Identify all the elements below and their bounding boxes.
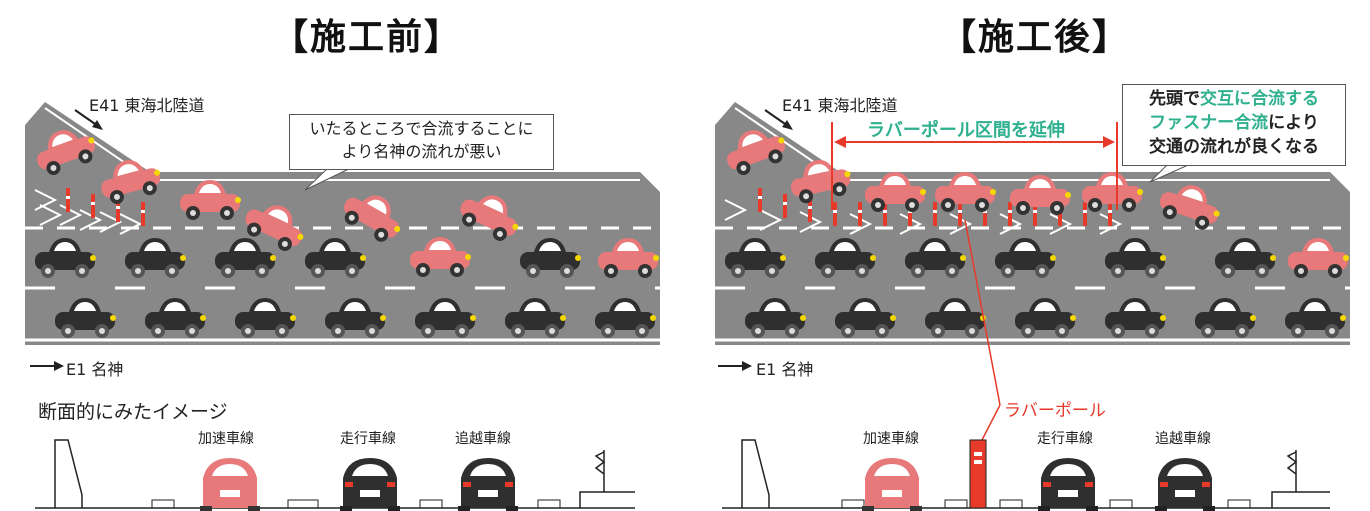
section-title: 断面的にみたイメージ [38, 401, 228, 423]
right-lane-passing: 追越車線 [1155, 431, 1211, 447]
right-ramp-label: E41 東海北陸道 [782, 96, 898, 115]
left-lane-accel: 加速車線 [198, 431, 254, 447]
left-cross-section [35, 439, 635, 511]
extend-label: ラバーポール区間を延伸 [867, 120, 1065, 141]
pole-leader-line [964, 219, 1001, 441]
left-arrows [30, 109, 103, 371]
right-cross-section [722, 439, 1330, 511]
right-arrows [718, 109, 793, 371]
right-lane-accel: 加速車線 [863, 431, 919, 447]
right-extend-arrow [831, 122, 1118, 210]
left-callout-line2: より名神の流れが悪い [341, 142, 502, 161]
right-callout-b2: により [1268, 113, 1319, 133]
left-ramp-label: E41 東海北陸道 [89, 96, 205, 115]
right-callout: 先頭で交互に合流する ファスナー合流により 交通の流れが良くなる [1122, 84, 1346, 166]
right-callout-b1: ファスナー合流 [1149, 113, 1269, 133]
right-main-label: E1 名神 [756, 360, 814, 379]
left-road [25, 102, 660, 345]
right-callout-a2: 交互に合流する [1200, 89, 1319, 109]
right-lane-travel: 走行車線 [1037, 431, 1093, 447]
right-callout-c: 交通の流れが良くなる [1149, 137, 1319, 157]
left-callout-line1: いたるところで合流することに [309, 119, 534, 138]
before-title: 【施工前】 [272, 17, 463, 58]
left-main-label: E1 名神 [66, 360, 124, 379]
right-road [715, 102, 1350, 345]
right-callout-a1: 先頭で [1149, 89, 1200, 109]
left-lane-passing: 追越車線 [455, 431, 511, 447]
after-title: 【施工後】 [940, 17, 1131, 58]
left-callout: いたるところで合流することに より名神の流れが悪い [289, 114, 554, 170]
left-lane-travel: 走行車線 [340, 431, 396, 447]
pole-label: ラバーポール [1004, 401, 1106, 421]
